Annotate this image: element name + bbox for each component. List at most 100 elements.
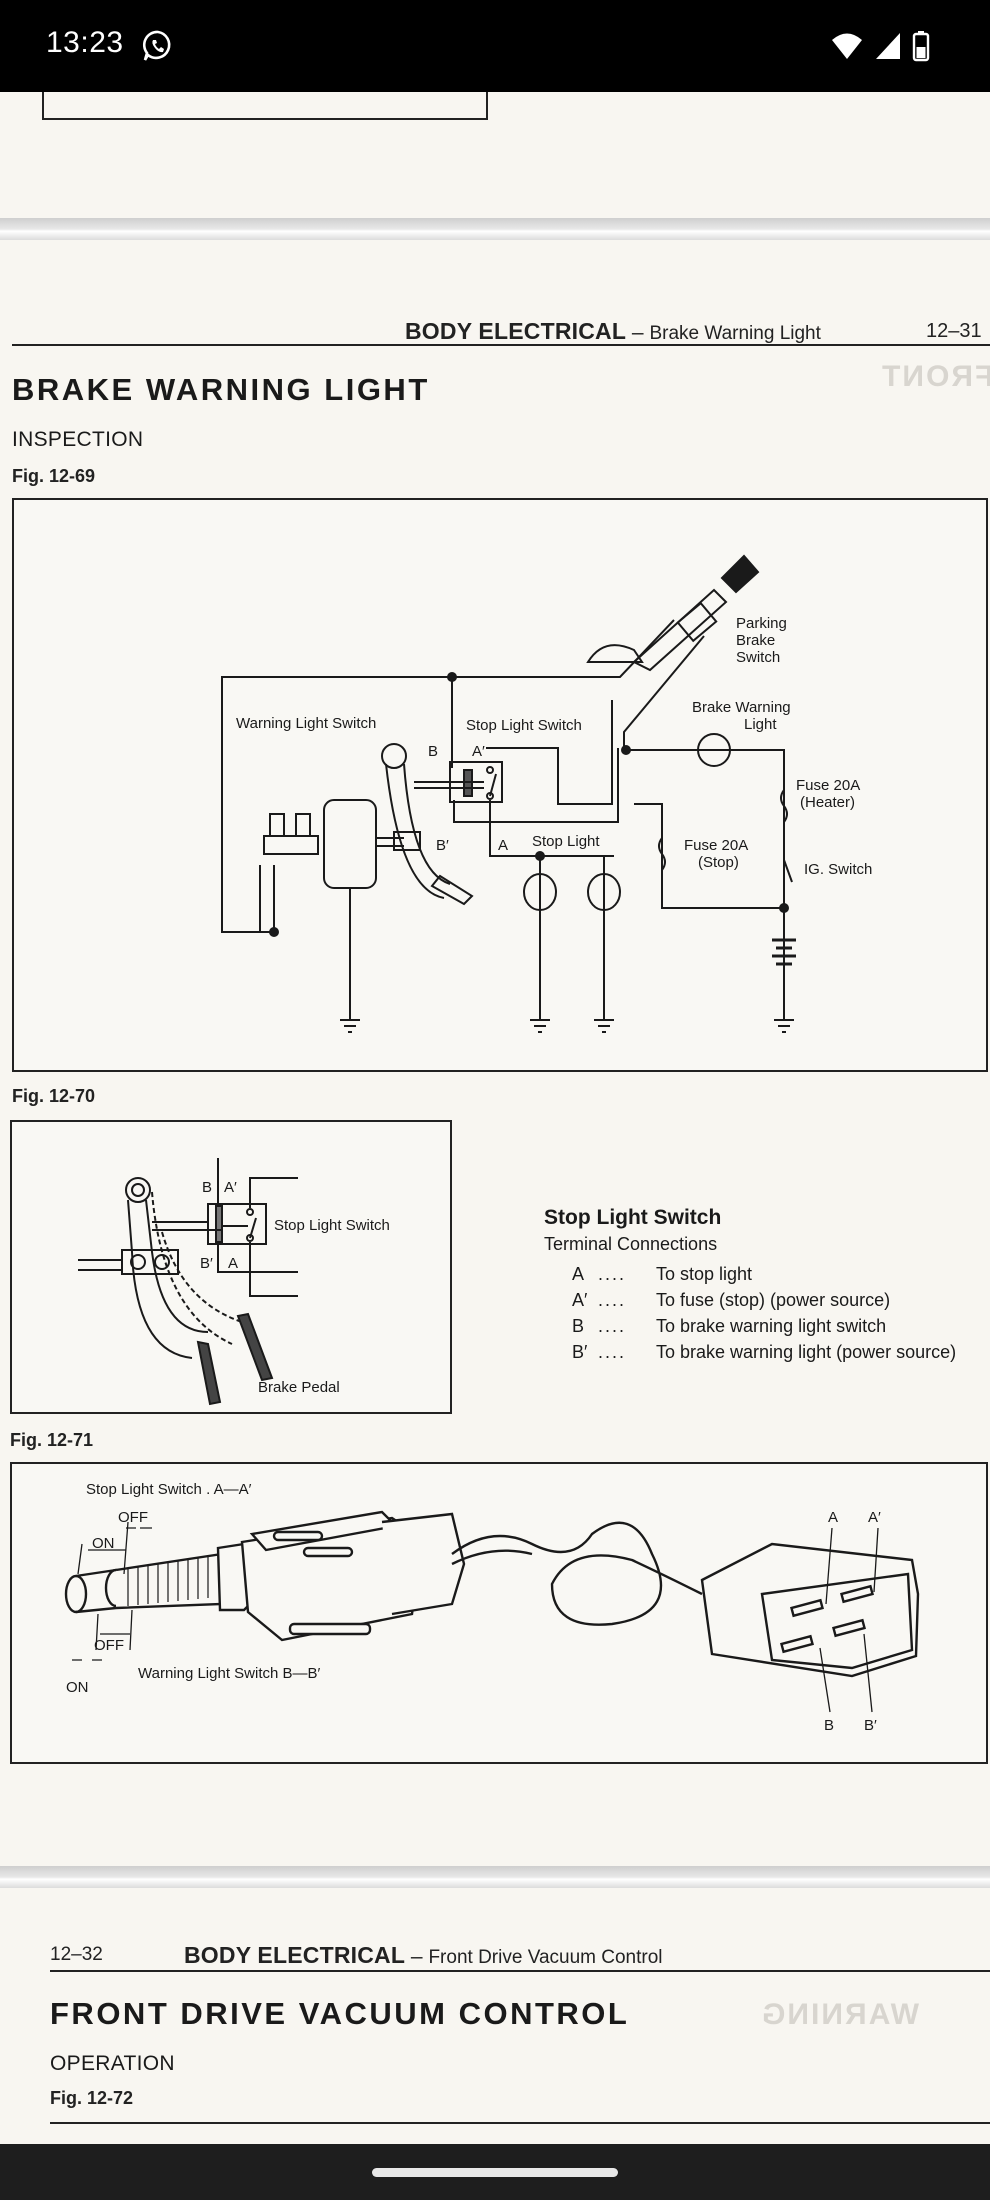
wiring-diagram-svg: Parking Brake Switch Warning Light Switc… — [221, 554, 872, 1033]
legend-subtitle: Terminal Connections — [544, 1234, 718, 1254]
leader-b-prime — [863, 1633, 873, 1713]
legend-row: A .... To stop light — [572, 1261, 956, 1287]
pedal-clevis — [393, 831, 421, 851]
header-rule — [50, 1970, 990, 1972]
battery-icon — [912, 31, 930, 62]
running-head-separator: – — [405, 1945, 429, 1968]
figure-label-12-70: Fig. 12-70 — [12, 1086, 96, 1106]
stop-light-switch-body — [207, 1203, 267, 1245]
label-brake-warning: Brake Warning — [692, 699, 791, 716]
label-off-bottom: OFF — [94, 1637, 124, 1654]
wire-mc-loop — [221, 812, 275, 933]
brake-warning-light-bulb — [697, 733, 731, 767]
stop-light-switch-drawing: B A′ B′ A Stop Light Switch Brake Pedal — [78, 1158, 390, 1406]
wire-a-prime — [249, 1177, 298, 1208]
legend-description: To brake warning light (power source) — [656, 1341, 957, 1362]
switch-connector-drawing: Stop Light Switch . A—A′ OFF ON OFF Warn… — [64, 1481, 920, 1734]
fuse-heater — [780, 789, 788, 823]
wire-top-loop — [221, 619, 675, 812]
plunger-tip — [64, 1574, 88, 1614]
navigation-bar — [0, 2144, 990, 2200]
parking-brake-base — [586, 644, 644, 663]
ground-symbol — [774, 1019, 794, 1033]
parking-brake-switch — [676, 601, 718, 643]
cellular-signal-icon — [876, 33, 900, 59]
pedal-arm-dashed — [151, 1191, 243, 1345]
status-time: 13:23 — [46, 26, 124, 59]
stop-light-bulb-1 — [523, 873, 557, 911]
running-head-section: BODY ELECTRICAL — [405, 318, 627, 344]
subheading-operation: OPERATION — [50, 2052, 175, 2075]
pedal-bracket — [121, 1249, 179, 1275]
stop-light-bulb-2 — [587, 873, 621, 911]
dimension-off-bottom — [95, 1609, 133, 1651]
legend-terminal: B — [572, 1315, 585, 1336]
label-brake-pedal: Brake Pedal — [258, 1379, 340, 1396]
legend-terminal: B′ — [572, 1341, 588, 1362]
whatsapp-icon — [142, 30, 171, 61]
wire-bundle — [451, 1521, 703, 1626]
label-warning-light-switch: Warning Light Switch — [236, 715, 376, 732]
switch-rod — [414, 781, 484, 789]
legend-description: To stop light — [656, 1263, 753, 1284]
status-bar: 13:23 — [0, 0, 990, 92]
running-head-topic: Brake Warning Light — [649, 323, 821, 344]
wifi-icon — [832, 33, 862, 59]
legend-description: To fuse (stop) (power source) — [656, 1289, 891, 1310]
legend-dots: .... — [598, 1341, 627, 1362]
document-viewer[interactable]: FRONT BODY ELECTRICAL – Brake Warning Li… — [0, 92, 990, 2144]
label-warning-light-switch-bb: Warning Light Switch B—B′ — [138, 1665, 321, 1682]
pedal-arm — [127, 1199, 209, 1359]
label-terminal-a: A — [228, 1255, 238, 1272]
label-stop-light-switch: Stop Light Switch — [466, 717, 582, 734]
page-number: 12–32 — [50, 1944, 103, 1965]
legend-terminal: A′ — [572, 1289, 588, 1310]
wire-b-prime — [217, 1244, 298, 1273]
figure-label-12-72: Fig. 12-72 — [50, 2088, 134, 2108]
figure-12-70-stop-light-switch: B A′ B′ A Stop Light Switch Brake Pedal — [10, 1120, 452, 1414]
pedal-pivot — [125, 1177, 151, 1203]
pin-b-prime — [832, 1618, 866, 1638]
section-title: BRAKE WARNING LIGHT — [12, 372, 430, 407]
leader-a — [825, 1527, 833, 1605]
label-pin-a-prime: A′ — [868, 1509, 881, 1526]
legend-row: B′ .... To brake warning light (power so… — [572, 1339, 956, 1365]
legend-dots: .... — [598, 1315, 627, 1336]
ground-symbol — [340, 1019, 360, 1033]
label-pin-b-prime: B′ — [864, 1717, 877, 1734]
legend-row: B .... To brake warning light switch — [572, 1313, 956, 1339]
junction-dot — [269, 927, 279, 937]
legend-title: Stop Light Switch — [544, 1206, 722, 1229]
reservoir-1 — [269, 813, 285, 837]
brake-booster — [323, 799, 377, 889]
legend-dots: .... — [598, 1289, 627, 1310]
page-12-32: WARNING 12–32 BODY ELECTRICAL – Front Dr… — [0, 1888, 990, 2144]
connector-plug — [381, 1512, 466, 1616]
previous-figure-frame — [42, 92, 488, 120]
leader-a-prime — [873, 1527, 879, 1593]
figure-label-12-71: Fig. 12-71 — [10, 1430, 94, 1450]
label-on-top: ON — [92, 1535, 115, 1552]
pin-a-prime — [840, 1584, 874, 1604]
legend-terminal: A — [572, 1263, 585, 1284]
label-on-bottom: ON — [66, 1679, 89, 1696]
ig-switch — [783, 859, 793, 883]
brake-pedal-arm — [385, 763, 451, 899]
label-terminal-a: A — [498, 837, 508, 854]
bleed-through-text: FRONT — [880, 360, 990, 393]
wire-a-prime — [486, 700, 613, 805]
home-gesture-handle[interactable] — [372, 2168, 618, 2177]
header-rule — [12, 344, 990, 346]
ground-symbol — [594, 1019, 614, 1033]
page-12-31: FRONT BODY ELECTRICAL – Brake Warning Li… — [0, 240, 990, 1866]
label-terminal-a-prime: A′ — [224, 1179, 237, 1196]
running-head: BODY ELECTRICAL – Front Drive Vacuum Con… — [184, 1942, 663, 1969]
status-icons — [830, 30, 930, 62]
pin-b — [780, 1634, 814, 1654]
label-off-top: OFF — [118, 1509, 148, 1526]
running-head: BODY ELECTRICAL – Brake Warning Light — [405, 318, 821, 345]
label-fuse-heater-sub: (Heater) — [800, 794, 855, 811]
wire-warning-light — [626, 749, 785, 908]
label-fuse-stop-sub: (Stop) — [698, 854, 739, 871]
section-title: FRONT DRIVE VACUUM CONTROL — [50, 1996, 630, 2031]
